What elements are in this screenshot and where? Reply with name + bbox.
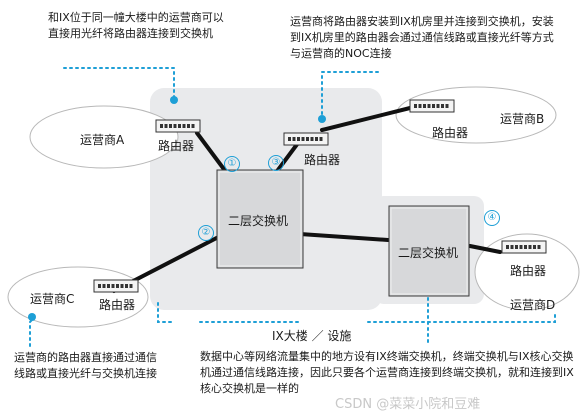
watermark: CSDN @菜菜小院和豆难 [335,397,481,412]
router-d-label: 路由器 [510,264,547,278]
carrier-b-label: 运营商B [500,112,545,126]
marker-4: ④ [484,210,500,226]
note-bottom-left: 运营商的路由器直接通过通信线路或直接光纤与交换机连接 [14,351,157,380]
router-c-label: 路由器 [99,298,136,312]
router-b-icon [409,99,455,113]
note-top-left: 和IX位于同一幢大楼中的运营商可以直接用光纤将路由器连接到交换机 [48,11,224,40]
carrier-c-label: 运营商C [30,292,75,306]
edge-switch-label: 二层交换机 [398,246,459,260]
cable-core-edge [298,232,390,242]
carrier-d-label: 运营商D [510,298,556,312]
marker-1: ① [224,156,240,172]
core-switch-label: 二层交换机 [228,214,289,228]
marker-2: ② [198,225,214,241]
cable-edge-router-d [468,244,502,254]
router-ix-icon [283,132,329,146]
router-ix-label: 路由器 [304,153,341,167]
note-top-right: 运营商将路由器安装到IX机房里并连接到交换机，安装到IX机房里的路由器会通过通信… [290,15,554,60]
routers [93,99,547,293]
carrier-a-cloud [29,105,179,169]
router-a-icon [155,119,201,133]
note-bottom-right: 数据中心等网络流量集中的地方设有IX终端交换机，终端交换机与IX核心交换机通过通… [200,350,574,395]
edge-switch [388,205,470,297]
router-c-icon [93,279,139,293]
core-switch [216,169,304,269]
router-a-label: 路由器 [158,139,195,153]
marker-3: ③ [268,155,284,171]
router-b-label: 路由器 [432,126,469,140]
router-d-icon [501,240,547,254]
carrier-a-label: 运营商A [80,133,125,147]
facility-label: IX大楼 ／ 设施 [272,329,352,343]
cable-router-b [320,106,412,132]
annotation-leaders [29,67,556,347]
